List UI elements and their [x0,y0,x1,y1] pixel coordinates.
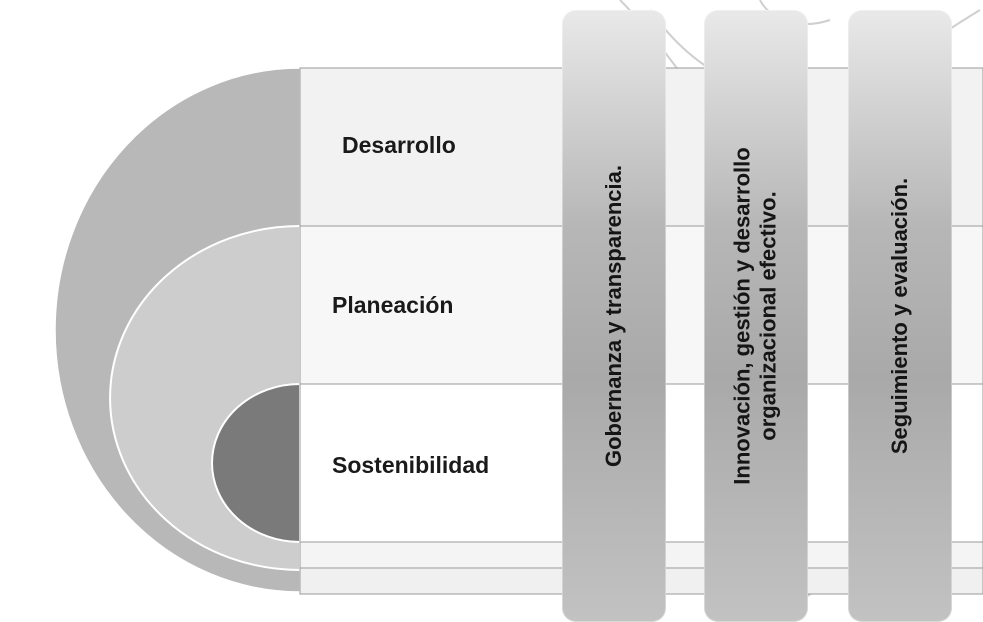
pillar-gobernanza-line-1: Gobernanza y transparencia. [600,165,626,467]
pillar-innovacion-text: Innovación, gestión y desarrollo organiz… [730,36,783,596]
pillar-gobernanza-text: Gobernanza y transparencia. [601,36,627,596]
inner-arc [211,382,301,544]
row-label-desarrollo: Desarrollo [342,132,456,158]
pillar-innovacion-line-2: organizacional efectivo. [756,191,781,441]
pillar-seguimiento-text: Seguimiento y evaluación. [887,36,913,596]
pillar-gobernanza: Gobernanza y transparencia. [562,10,666,622]
pillar-innovacion: Innovación, gestión y desarrollo organiz… [704,10,808,622]
row-label-sostenibilidad: Sostenibilidad [332,452,490,478]
row-label-planeacion: Planeación [332,292,454,318]
pillar-seguimiento-line-1: Seguimiento y evaluación. [886,177,912,455]
pillar-seguimiento: Seguimiento y evaluación. [848,10,952,622]
pillar-innovacion-line-1: Innovación, gestión y desarrollo [729,147,755,485]
